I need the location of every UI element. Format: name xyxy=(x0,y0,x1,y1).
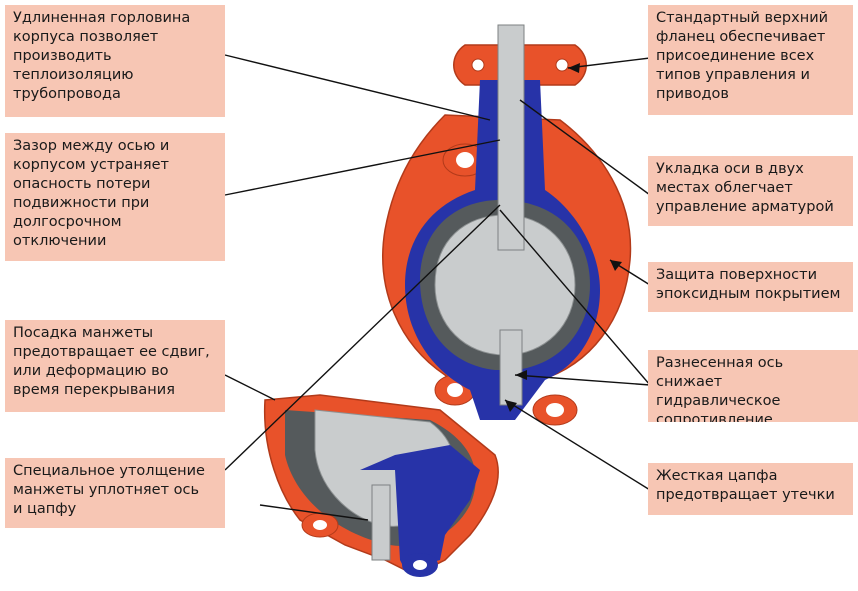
main-valve-body xyxy=(383,25,631,425)
callout-seat-fit: Посадка манжеты предотвращает ее сдвиг, … xyxy=(5,320,225,412)
leader-seat-fit xyxy=(225,375,275,400)
callout-trunnion: Жесткая цапфа предотвращает утечки xyxy=(648,463,853,515)
cutaway-valve xyxy=(265,395,499,577)
callout-gap: Зазор между осью и корпусом устраняет оп… xyxy=(5,133,225,261)
callout-neck: Удлиненная горловина корпуса позволяет п… xyxy=(5,5,225,117)
leader-neck xyxy=(225,55,490,120)
callout-epoxy: Защита поверхности эпоксидным покрытием xyxy=(648,262,853,312)
callout-thickening: Специальное утолщение манжеты уплотняет … xyxy=(5,458,225,528)
callout-flange: Стандартный верхний фланец обеспечивает … xyxy=(648,5,853,115)
callout-split-stem: Разнесенная ось снижает гидравлическое с… xyxy=(648,350,858,422)
callout-stem-support: Укладка оси в двух местах облегчает упра… xyxy=(648,156,853,226)
leader-trunnion xyxy=(505,400,650,490)
